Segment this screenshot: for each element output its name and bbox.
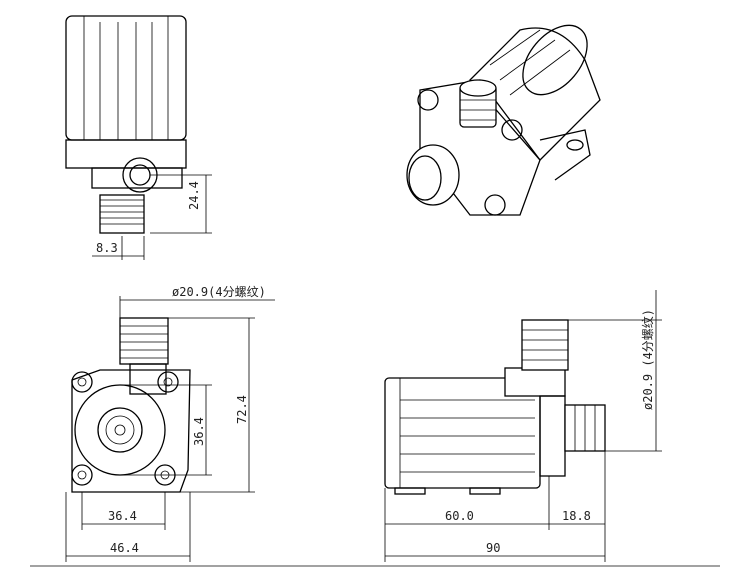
dim-side-outlet-length: 18.8 xyxy=(562,509,591,523)
dim-side-total-length: 90 xyxy=(486,541,500,555)
dim-front-total-width: 46.4 xyxy=(110,541,139,555)
dim-front-mount-width: 36.4 xyxy=(108,509,137,523)
top-front-view xyxy=(65,15,212,260)
dim-front-center-height: 36.4 xyxy=(192,417,206,446)
dim-front-total-height: 72.4 xyxy=(235,395,249,424)
dim-front-thread-diameter: ø20.9(4分螺纹) xyxy=(172,285,266,299)
isometric-view xyxy=(406,24,601,216)
front-view xyxy=(65,296,275,562)
dim-side-body-length: 60.0 xyxy=(445,509,474,523)
dim-top-front-height: 24.4 xyxy=(187,181,201,210)
dim-top-front-thread-offset: 8.3 xyxy=(96,241,118,255)
side-view xyxy=(384,290,662,562)
dim-side-thread-diameter: ø20.9 (4分螺纹) xyxy=(641,309,655,410)
